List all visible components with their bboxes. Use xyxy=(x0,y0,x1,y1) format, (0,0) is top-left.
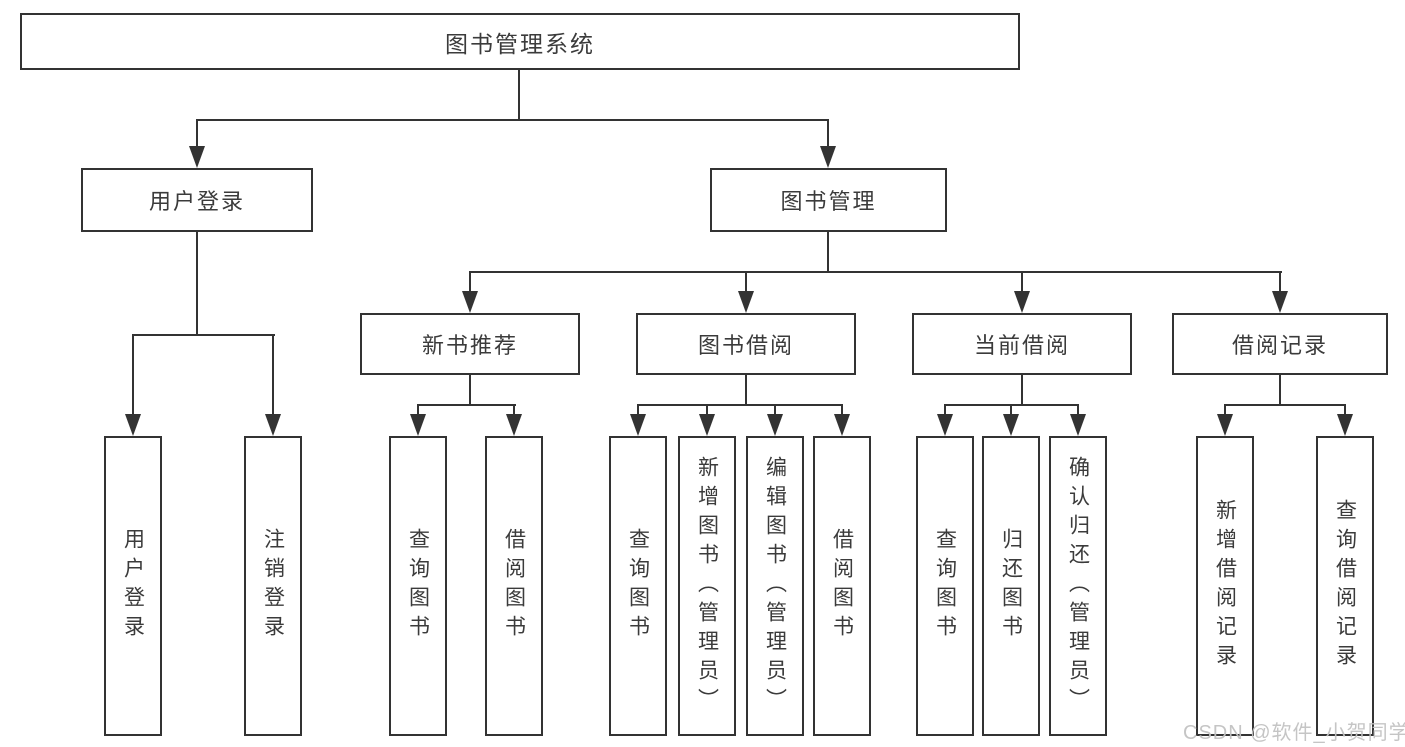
arrowhead-icon xyxy=(699,414,715,436)
node-current-borrowing: 当前借阅 xyxy=(912,313,1132,375)
connector-line xyxy=(745,375,747,406)
node-leaf-return-books: 归还图书 xyxy=(982,436,1040,736)
connector-line xyxy=(518,70,520,121)
node-label: 借阅图书 xyxy=(830,528,854,644)
connector-line xyxy=(1279,271,1281,293)
arrowhead-icon xyxy=(125,414,141,436)
node-leaf-query-books-current: 查询图书 xyxy=(916,436,974,736)
node-label: 确认归还（管理员） xyxy=(1066,455,1090,717)
connector-line xyxy=(132,334,134,415)
arrowhead-icon xyxy=(1014,291,1030,313)
arrowhead-icon xyxy=(506,414,522,436)
node-root: 图书管理系统 xyxy=(20,13,1020,70)
arrowhead-icon xyxy=(410,414,426,436)
node-label: 查询图书 xyxy=(406,528,430,644)
node-label: 借阅记录 xyxy=(1231,333,1328,358)
arrowhead-icon xyxy=(630,414,646,436)
connector-line xyxy=(1344,404,1346,416)
node-leaf-add-books-admin: 新增图书（管理员） xyxy=(678,436,736,736)
node-borrowing-records: 借阅记录 xyxy=(1172,313,1388,375)
node-leaf-logout: 注销登录 xyxy=(244,436,302,736)
connector-line xyxy=(513,404,515,416)
node-label: 借阅图书 xyxy=(502,528,526,644)
connector-line xyxy=(944,404,946,416)
connector-line xyxy=(774,404,776,416)
node-label: 新书推荐 xyxy=(421,333,518,358)
connector-line xyxy=(1010,404,1012,416)
node-label: 新增借阅记录 xyxy=(1213,499,1237,673)
node-label: 用户登录 xyxy=(148,189,245,214)
node-label: 查询图书 xyxy=(626,528,650,644)
node-leaf-confirm-return-admin: 确认归还（管理员） xyxy=(1049,436,1107,736)
node-book-management-branch: 图书管理 xyxy=(710,168,947,232)
connector-line xyxy=(1077,404,1079,416)
connector-line xyxy=(1224,404,1226,416)
node-label: 编辑图书（管理员） xyxy=(763,455,787,717)
node-label: 注销登录 xyxy=(261,528,285,644)
connector-line xyxy=(272,334,274,415)
arrowhead-icon xyxy=(462,291,478,313)
node-label: 图书管理 xyxy=(780,189,877,214)
node-label: 用户登录 xyxy=(121,528,145,644)
arrowhead-icon xyxy=(738,291,754,313)
arrowhead-icon xyxy=(265,414,281,436)
connector-line xyxy=(132,334,275,336)
node-leaf-borrow-books: 借阅图书 xyxy=(813,436,871,736)
csdn-watermark: CSDN @软件_小贺同学 xyxy=(1183,722,1405,744)
node-label: 新增图书（管理员） xyxy=(695,455,719,717)
connector-line xyxy=(1021,375,1023,406)
connector-line xyxy=(417,404,516,406)
connector-line xyxy=(706,404,708,416)
connector-line xyxy=(469,375,471,406)
connector-line xyxy=(469,271,1282,273)
arrowhead-icon xyxy=(1337,414,1353,436)
node-label: 图书借阅 xyxy=(697,333,794,358)
connector-line xyxy=(196,119,198,148)
node-book-borrowing: 图书借阅 xyxy=(636,313,856,375)
connector-line xyxy=(196,232,198,336)
connector-line xyxy=(196,119,829,121)
node-leaf-query-books-borrowing: 查询图书 xyxy=(609,436,667,736)
node-leaf-add-borrow-record: 新增借阅记录 xyxy=(1196,436,1254,736)
arrowhead-icon xyxy=(820,146,836,168)
connector-line xyxy=(637,404,639,416)
connector-line xyxy=(745,271,747,293)
connector-line xyxy=(1021,271,1023,293)
arrowhead-icon xyxy=(767,414,783,436)
node-label: 归还图书 xyxy=(999,528,1023,644)
connector-line xyxy=(417,404,419,416)
connector-line xyxy=(469,271,471,293)
connector-line xyxy=(1224,404,1346,406)
connector-line xyxy=(827,119,829,148)
arrowhead-icon xyxy=(1003,414,1019,436)
node-new-book-recommend: 新书推荐 xyxy=(360,313,580,375)
node-leaf-user-login: 用户登录 xyxy=(104,436,162,736)
arrowhead-icon xyxy=(1217,414,1233,436)
connector-line xyxy=(841,404,843,416)
node-label: 查询图书 xyxy=(933,528,957,644)
connector-line xyxy=(827,232,829,273)
arrowhead-icon xyxy=(937,414,953,436)
arrowhead-icon xyxy=(1070,414,1086,436)
connector-line xyxy=(637,404,843,406)
node-root-label: 图书管理系统 xyxy=(445,30,595,57)
node-label: 查询借阅记录 xyxy=(1333,499,1357,673)
node-label: 当前借阅 xyxy=(973,333,1070,358)
arrowhead-icon xyxy=(1272,291,1288,313)
node-user-login-branch: 用户登录 xyxy=(81,168,313,232)
node-leaf-edit-books-admin: 编辑图书（管理员） xyxy=(746,436,804,736)
connector-line xyxy=(1279,375,1281,406)
node-leaf-query-borrow-record: 查询借阅记录 xyxy=(1316,436,1374,736)
arrowhead-icon xyxy=(834,414,850,436)
node-leaf-borrow-books-recommend: 借阅图书 xyxy=(485,436,543,736)
node-leaf-query-books-recommend: 查询图书 xyxy=(389,436,447,736)
arrowhead-icon xyxy=(189,146,205,168)
